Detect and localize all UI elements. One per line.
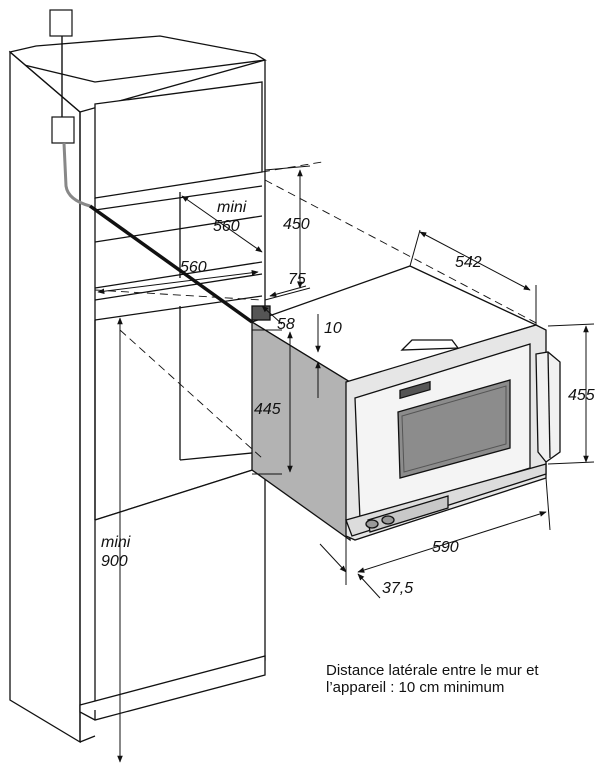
side-distance-note: Distance latérale entre le mur et l’appa…: [326, 662, 596, 696]
junction-box-middle: [51, 116, 75, 144]
oven: [250, 265, 561, 542]
power-cable: [49, 9, 254, 324]
label-450: 450: [283, 216, 310, 233]
label-58: 58: [277, 316, 295, 333]
label-542: 542: [455, 254, 482, 271]
label-455: 455: [568, 387, 595, 404]
label-75: 75: [288, 271, 306, 288]
note-line-1: Distance latérale entre le mur et: [326, 662, 539, 679]
label-mini-900-word: mini: [101, 534, 131, 551]
label-mini-900-value: 900: [101, 553, 128, 570]
note-line-2: l’appareil : 10 cm minimum: [326, 679, 505, 696]
label-10: 10: [324, 320, 342, 337]
label-mini-560-word: mini: [217, 199, 247, 216]
label-590: 590: [432, 539, 459, 556]
label-mini-560-value: 560: [213, 218, 240, 235]
dimension-labels: mini 560 560 450 542 75 58 10 445 455 59…: [101, 199, 595, 597]
junction-box-top: [49, 9, 73, 37]
dimension-lines: [97, 165, 595, 763]
label-37-5: 37,5: [382, 580, 413, 597]
tall-cabinet: [8, 35, 267, 744]
label-560: 560: [180, 259, 207, 276]
label-445: 445: [254, 401, 281, 418]
